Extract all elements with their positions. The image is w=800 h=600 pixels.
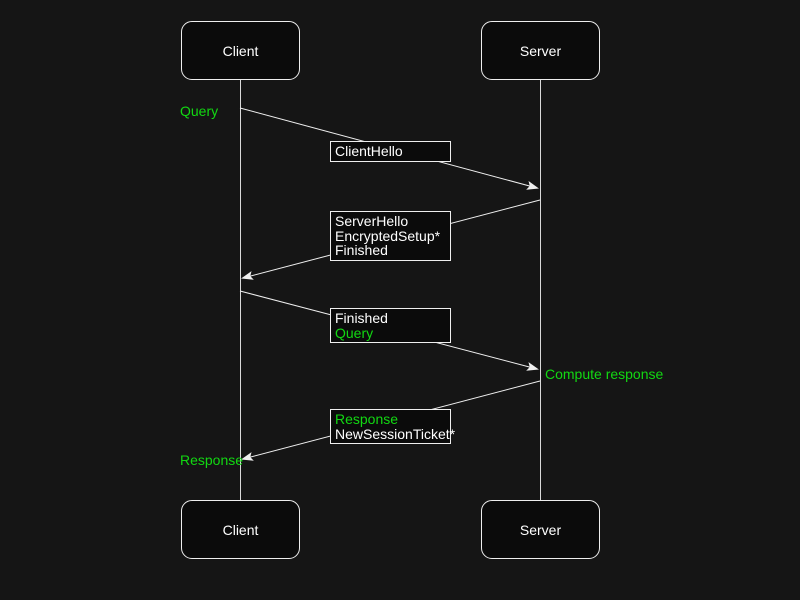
message-text-response: Response <box>335 411 399 427</box>
annotation-response: Response <box>180 452 244 468</box>
annotation-compute-response: Compute response <box>545 366 664 382</box>
message-text: ClientHello <box>335 143 403 159</box>
actor-box-client-bottom: Client <box>181 500 300 559</box>
message-label-server-hello: ServerHello EncryptedSetup* Finished <box>330 211 451 261</box>
message-text-query: Query <box>335 324 374 341</box>
actor-label: Client <box>222 521 259 538</box>
message-label-response-ticket: Response NewSessionTicket* <box>330 409 456 444</box>
actor-label: Server <box>519 521 562 538</box>
message-label-client-hello: ClientHello <box>330 141 451 162</box>
annotation-query: Query <box>180 103 219 119</box>
actor-box-client-top: Client <box>181 21 300 80</box>
message-text: ServerHello <box>335 213 409 229</box>
actor-label: Server <box>519 42 562 59</box>
message-text: Finished <box>335 242 388 258</box>
message-text: NewSessionTicket* <box>335 425 456 442</box>
message-label-finished-query: Finished Query <box>330 308 451 343</box>
actor-label: Client <box>222 42 259 59</box>
message-text: EncryptedSetup* <box>335 227 441 244</box>
actor-box-server-bottom: Server <box>481 500 600 559</box>
actor-box-server-top: Server <box>481 21 600 80</box>
message-text: Finished <box>335 310 388 326</box>
